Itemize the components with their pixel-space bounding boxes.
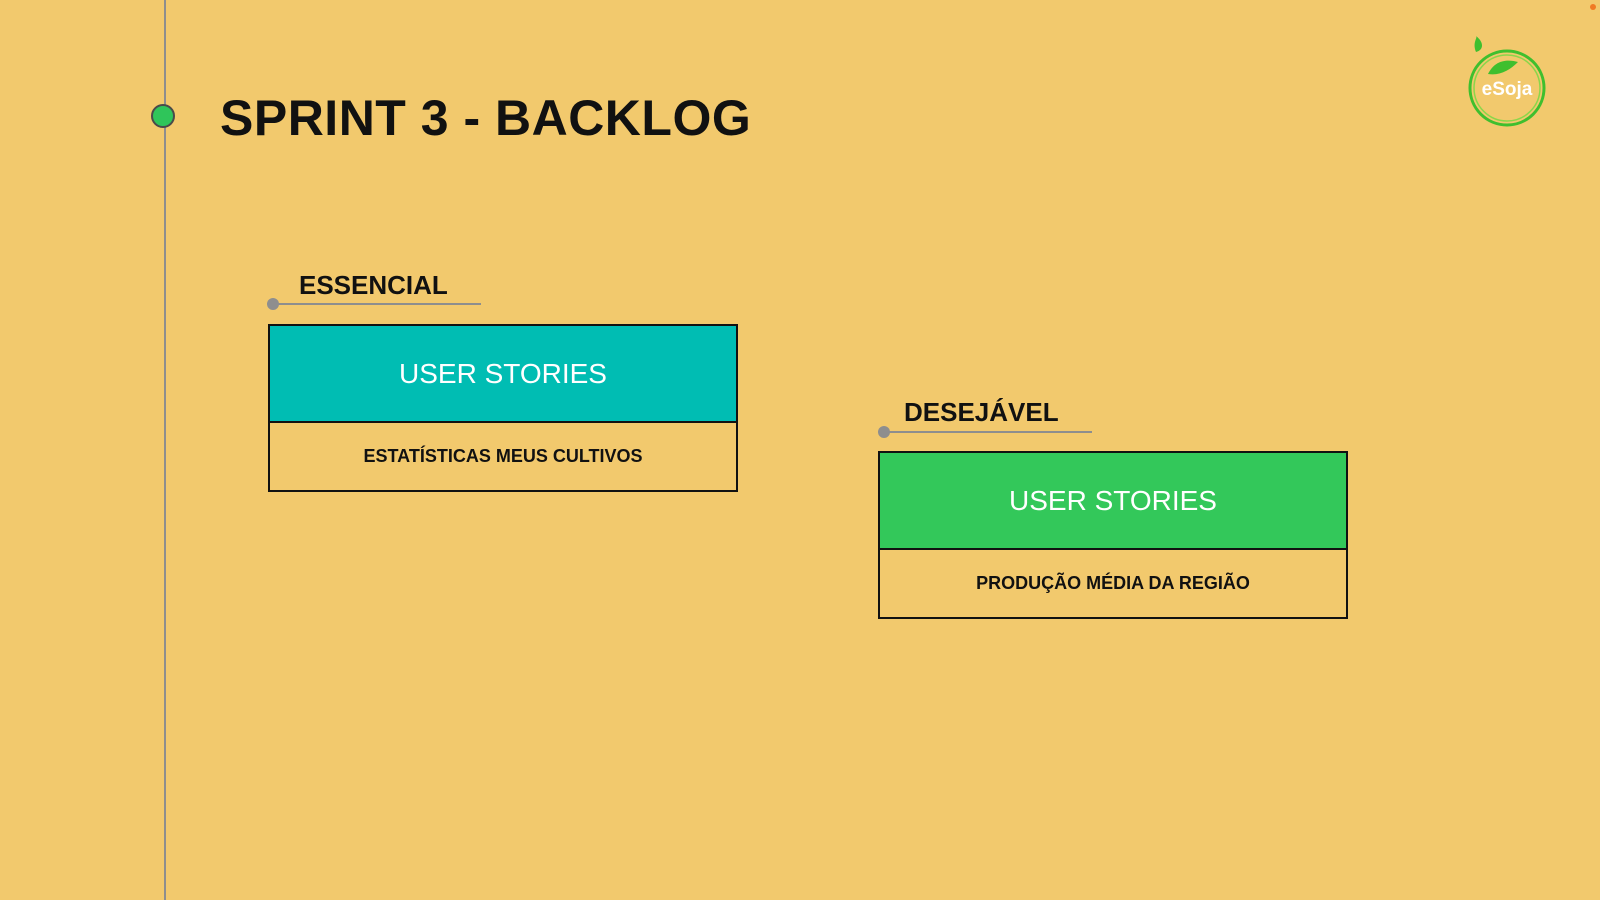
- desejavel-card-header: USER STORIES: [880, 453, 1346, 550]
- page-title: SPRINT 3 - BACKLOG: [220, 90, 752, 146]
- timeline-line: [164, 0, 166, 900]
- essencial-card-header: USER STORIES: [270, 326, 736, 423]
- essencial-rule: [273, 303, 481, 305]
- section-label-desejavel: DESEJÁVEL: [904, 397, 1059, 427]
- essencial-story-item: ESTATÍSTICAS MEUS CULTIVOS: [363, 446, 643, 466]
- logo-inner-ring: [1473, 54, 1541, 122]
- section-label-essencial: ESSENCIAL: [299, 270, 448, 300]
- corner-dot: [1590, 4, 1596, 10]
- logo-ring: [1468, 49, 1546, 127]
- logo-text: eSoja: [1482, 79, 1533, 100]
- essencial-card: USER STORIES ESTATÍSTICAS MEUS CULTIVOS: [268, 324, 738, 492]
- desejavel-card: USER STORIES PRODUÇÃO MÉDIA DA REGIÃO: [878, 451, 1348, 619]
- leaf-icon: [1488, 60, 1518, 75]
- desejavel-story-item: PRODUÇÃO MÉDIA DA REGIÃO: [976, 573, 1250, 593]
- timeline-marker: [151, 104, 175, 128]
- esoja-logo: eSoja: [1468, 36, 1546, 127]
- leaf-icon: [1474, 36, 1482, 52]
- desejavel-rule: [884, 431, 1092, 433]
